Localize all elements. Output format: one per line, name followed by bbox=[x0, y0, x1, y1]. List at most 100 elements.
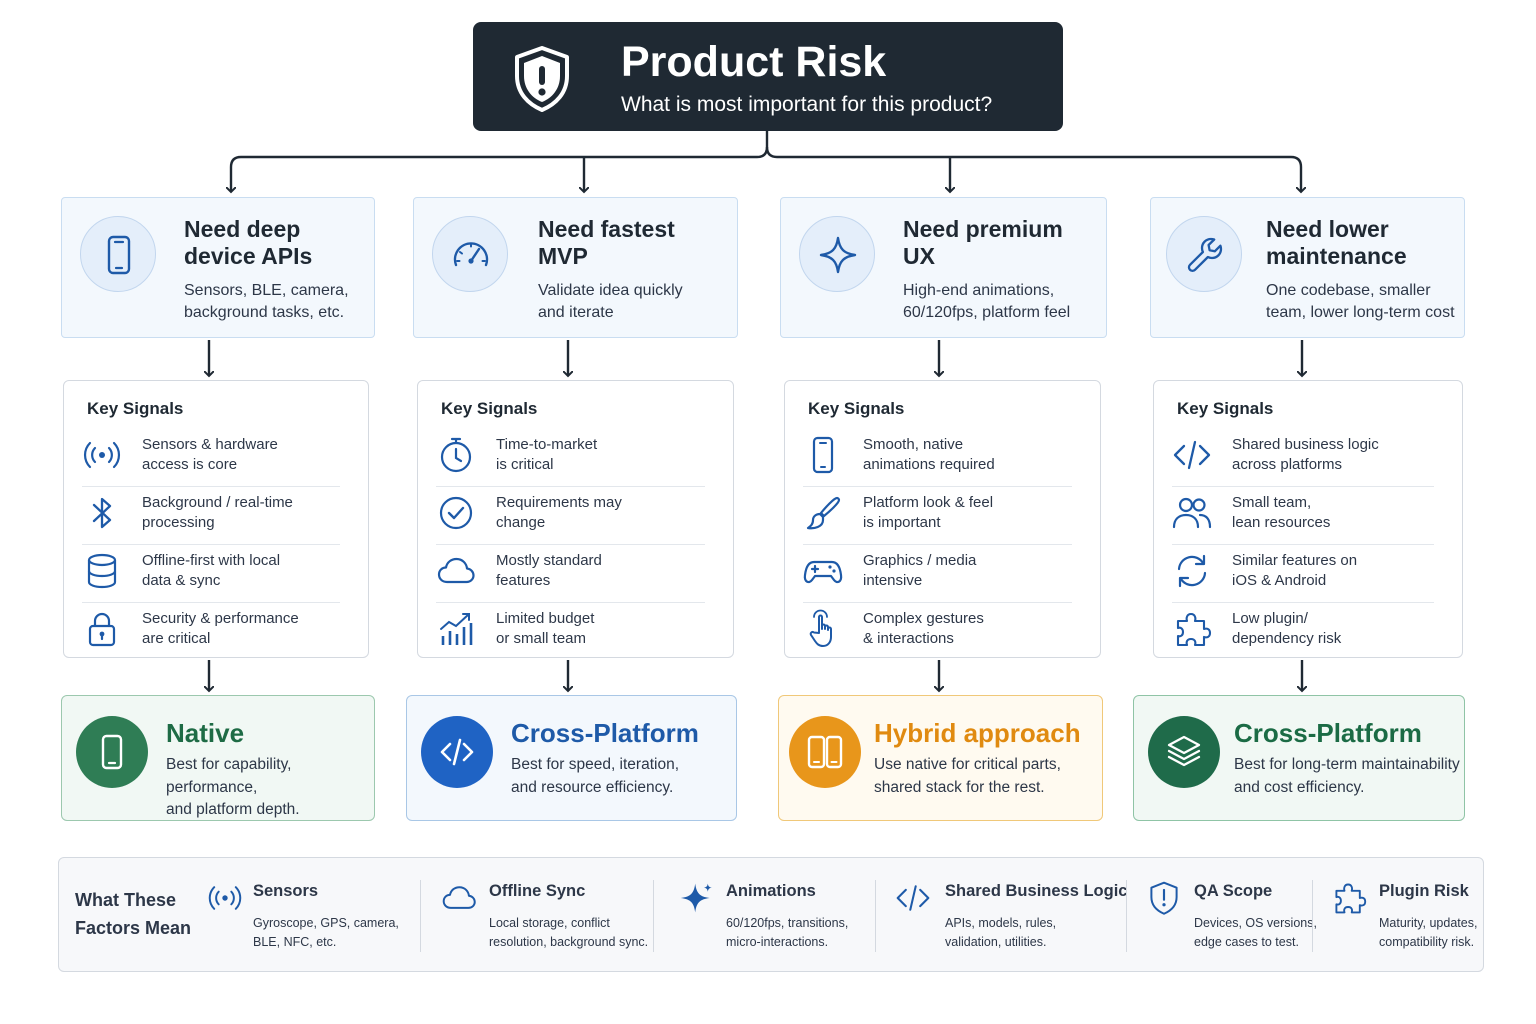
code-icon bbox=[896, 885, 930, 911]
legend-divider bbox=[420, 880, 421, 952]
legend-item-name: QA Scope bbox=[1194, 882, 1273, 900]
legend-item-name: Sensors bbox=[253, 882, 319, 900]
puzzle-icon bbox=[1335, 883, 1367, 914]
key-signals-title: Key Signals bbox=[87, 399, 184, 418]
refresh-icon bbox=[1177, 554, 1207, 588]
database-icon bbox=[87, 553, 117, 589]
signal-item: Low plugin/dependency risk bbox=[1172, 603, 1434, 661]
result-title: Native bbox=[166, 718, 245, 748]
signal-text: Low plugin/dependency risk bbox=[1232, 610, 1342, 647]
result-title: Cross-Platform bbox=[511, 718, 699, 748]
product-risk-header: Product Risk What is most important for … bbox=[473, 22, 1063, 131]
code-icon bbox=[440, 738, 474, 766]
need-icon-circle bbox=[80, 216, 156, 292]
signal-icon bbox=[208, 886, 242, 910]
signal-icon bbox=[83, 441, 121, 469]
legend-item-name: Animations bbox=[726, 882, 816, 900]
result-card-native: Native Best for capability, performance,… bbox=[61, 695, 375, 821]
bar-chart-icon bbox=[440, 613, 473, 645]
page-title: Product Risk bbox=[621, 38, 887, 86]
legend-item-description: Devices, OS versions,edge cases to test. bbox=[1194, 916, 1317, 949]
signal-text: Complex gestures& interactions bbox=[863, 610, 984, 647]
dual-device-icon bbox=[807, 735, 843, 769]
legend-item-plugin-risk: Plugin Risk Maturity, updates,compatibil… bbox=[1331, 858, 1481, 973]
result-card-cross-platform-maintenance: Cross-Platform Best for long-term mainta… bbox=[1133, 695, 1465, 821]
legend-item-sensors: Sensors Gyroscope, GPS, camera,BLE, NFC,… bbox=[207, 858, 417, 973]
legend-divider bbox=[1312, 880, 1313, 952]
signal-text: Small team,lean resources bbox=[1232, 494, 1331, 531]
cloud-icon bbox=[442, 886, 476, 909]
result-title: Cross-Platform bbox=[1234, 718, 1422, 748]
layers-icon bbox=[1167, 735, 1201, 767]
page-subtitle: What is most important for this product? bbox=[621, 93, 993, 116]
shield-alert-icon bbox=[515, 46, 569, 112]
result-icon-circle bbox=[1148, 716, 1220, 788]
brush-icon bbox=[806, 496, 841, 530]
key-signals-title: Key Signals bbox=[808, 399, 905, 418]
legend-item-qa-scope: QA Scope Devices, OS versions,edge cases… bbox=[1146, 858, 1317, 973]
smartphone-icon bbox=[107, 235, 131, 275]
need-icon-circle bbox=[432, 216, 508, 292]
legend-item-name: Plugin Risk bbox=[1379, 882, 1469, 900]
puzzle-icon bbox=[1176, 612, 1212, 647]
result-icon-circle bbox=[421, 716, 493, 788]
result-icon-circle bbox=[76, 716, 148, 788]
need-description: Sensors, BLE, camera,background tasks, e… bbox=[184, 282, 349, 321]
legend-divider bbox=[875, 880, 876, 952]
bluetooth-icon bbox=[92, 497, 112, 529]
code-icon bbox=[1173, 440, 1211, 470]
cloud-icon bbox=[437, 557, 475, 584]
legend-item-description: 60/120fps, transitions,micro-interaction… bbox=[726, 916, 849, 949]
legend-item-animations: Animations 60/120fps, transitions,micro-… bbox=[679, 858, 874, 973]
legend-item-name: Shared Business Logic bbox=[945, 882, 1128, 900]
sparkle-icon bbox=[819, 236, 857, 274]
legend-divider bbox=[1126, 880, 1127, 952]
need-icon-circle bbox=[1166, 216, 1242, 292]
check-circle-icon bbox=[439, 496, 473, 530]
result-description: Best for capability, performance,and pla… bbox=[166, 756, 300, 818]
hand-pointer-icon bbox=[809, 609, 832, 647]
signal-item: Complex gestures& interactions bbox=[803, 603, 1072, 661]
need-icon-circle bbox=[799, 216, 875, 292]
legend-divider bbox=[653, 880, 654, 952]
result-card-hybrid: Hybrid approach Use native for critical … bbox=[778, 695, 1103, 821]
legend-item-description: Gyroscope, GPS, camera,BLE, NFC, etc. bbox=[253, 916, 399, 949]
gamepad-icon bbox=[803, 560, 843, 584]
smartphone-icon bbox=[812, 436, 834, 474]
stopwatch-icon bbox=[440, 437, 472, 473]
